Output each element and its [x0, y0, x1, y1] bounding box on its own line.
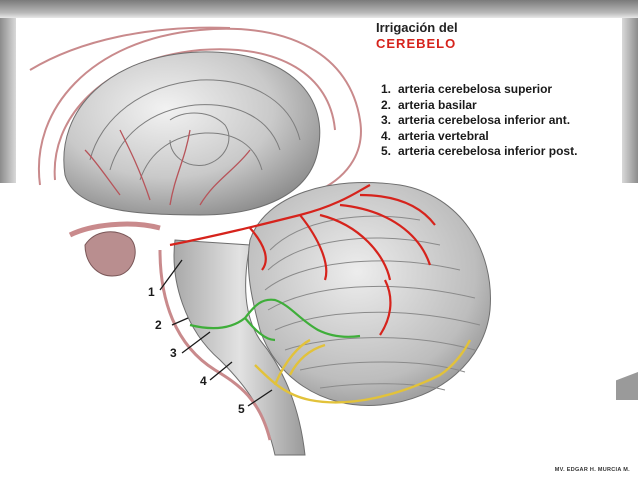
cerebrum-gyri — [89, 79, 301, 181]
cerebrum — [63, 51, 321, 216]
cerebellum — [247, 182, 491, 406]
author-credit: MV. EDGAR H. MURCIA M. — [554, 467, 630, 473]
figure-label-2: 2 — [155, 318, 162, 332]
title-line-1: Irrigación del — [376, 20, 458, 35]
cerebral-branches — [84, 129, 251, 206]
figure-label-3: 3 — [170, 346, 177, 360]
legend-item: 2.arteria basilar — [381, 97, 477, 112]
brainstem — [173, 239, 306, 456]
figure-label-4: 4 — [200, 374, 207, 388]
anterior-inferior-cerebellar-artery — [189, 298, 361, 342]
title-line-2: CEREBELO — [376, 36, 457, 51]
left-edge-shade — [0, 18, 16, 183]
superior-cerebellar-artery — [169, 184, 436, 336]
slide-title: Irrigación del CEREBELO — [376, 20, 458, 52]
label-pointers — [159, 259, 273, 407]
right-edge-slab — [616, 372, 638, 400]
legend-item: 3.arteria cerebelosa inferior ant. — [381, 113, 571, 127]
figure-label-1: 1 — [148, 285, 155, 299]
right-edge-shade — [622, 18, 638, 183]
figure-label-5: 5 — [238, 402, 245, 416]
legend-item: 1.arteria cerebelosa superior — [381, 82, 553, 96]
top-gradient-band — [0, 0, 638, 18]
pituitary-region — [68, 221, 161, 277]
legend-item: 5.arteria cerebelosa inferior post. — [381, 144, 578, 158]
posterior-inferior-cerebellar-artery — [254, 338, 472, 404]
legend-item: 4.arteria vertebral — [381, 128, 489, 143]
artery-legend: 1.arteria cerebelosa superior 2.arteria … — [381, 82, 577, 160]
outer-vessels — [29, 26, 362, 191]
